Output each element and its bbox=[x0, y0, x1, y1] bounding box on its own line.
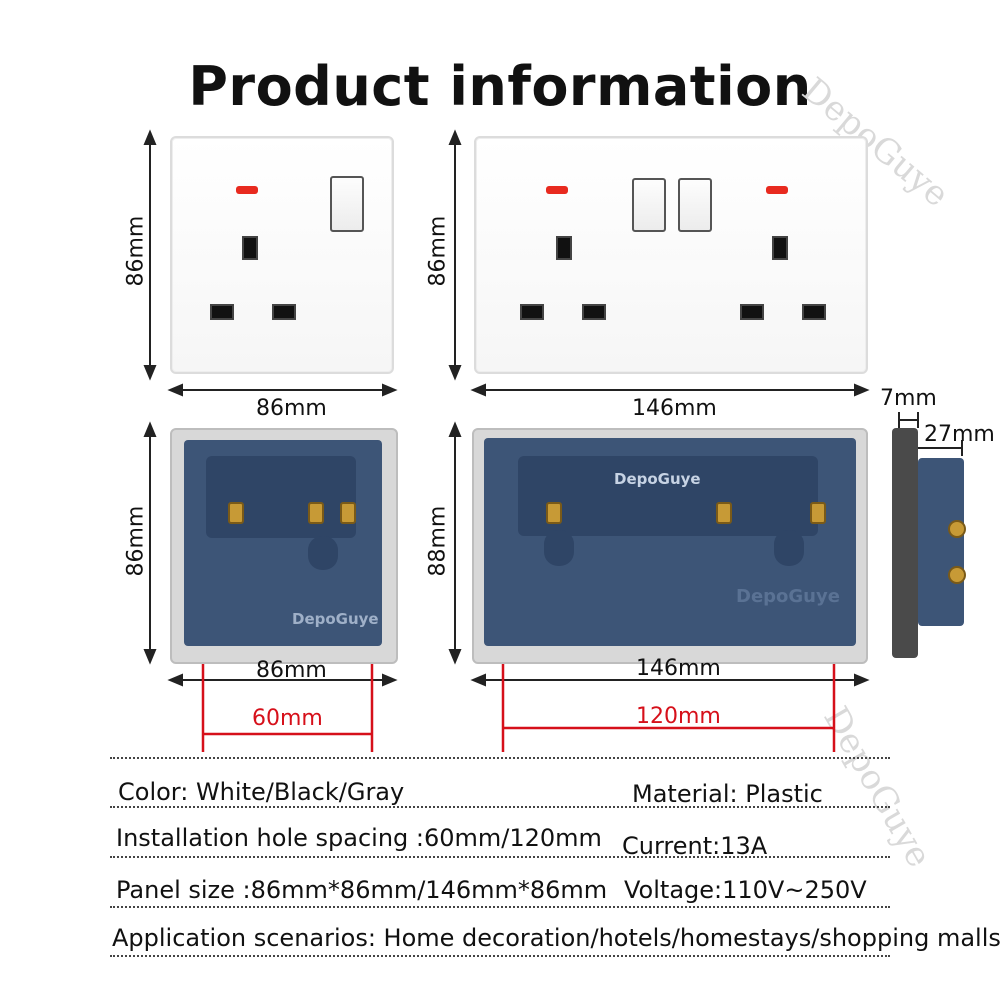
divider bbox=[110, 757, 890, 759]
divider bbox=[110, 856, 890, 858]
terminal-screw bbox=[716, 502, 732, 524]
divider bbox=[110, 955, 890, 957]
rocker-switch-left bbox=[632, 178, 666, 232]
depth-front-label: 7mm bbox=[880, 386, 937, 411]
spec-material: Material: Plastic bbox=[632, 780, 823, 808]
single-front-height-label: 86mm bbox=[123, 215, 149, 287]
rear-module: DepoGuye DepoGuye bbox=[484, 438, 856, 646]
single-socket-front bbox=[170, 136, 394, 374]
page-title: Product information bbox=[188, 55, 812, 118]
rocker-switch-right bbox=[678, 178, 712, 232]
earth-pin-housing bbox=[544, 530, 574, 566]
terminal-block bbox=[206, 456, 356, 538]
indicator-led-right bbox=[766, 186, 788, 194]
neutral-slot-left bbox=[582, 304, 606, 320]
divider bbox=[110, 906, 890, 908]
double-socket-front bbox=[474, 136, 868, 374]
spec-application: Application scenarios: Home decoration/h… bbox=[112, 924, 1000, 952]
single-front-width-label: 86mm bbox=[256, 396, 327, 421]
live-slot-right bbox=[740, 304, 764, 320]
rear-module: DepoGuye bbox=[184, 440, 382, 646]
double-socket-back: DepoGuye DepoGuye bbox=[472, 428, 868, 664]
side-view bbox=[892, 428, 918, 658]
double-back-height-label: 88mm bbox=[425, 505, 451, 577]
brand-label: DepoGuye bbox=[614, 470, 701, 488]
single-socket-back: DepoGuye bbox=[170, 428, 398, 664]
earth-pin-housing bbox=[308, 536, 338, 570]
terminal-screw bbox=[228, 502, 244, 524]
spec-hole-spacing: Installation hole spacing :60mm/120mm bbox=[116, 824, 602, 852]
indicator-led bbox=[236, 186, 258, 194]
spec-current: Current:13A bbox=[622, 832, 768, 860]
single-back-height-label: 86mm bbox=[123, 505, 149, 577]
side-view-module bbox=[918, 458, 966, 626]
terminal-screw bbox=[340, 502, 356, 524]
double-back-width-label: 146mm bbox=[636, 656, 721, 681]
side-screw bbox=[948, 520, 966, 538]
spec-panel-size: Panel size :86mm*86mm/146mm*86mm bbox=[116, 876, 608, 904]
brand-label: DepoGuye bbox=[292, 610, 379, 628]
depth-total-label: 27mm bbox=[924, 422, 995, 447]
double-front-height-label: 86mm bbox=[425, 215, 451, 287]
spec-voltage: Voltage:110V~250V bbox=[624, 876, 867, 904]
earth-slot-left bbox=[556, 236, 572, 260]
terminal-screw bbox=[546, 502, 562, 524]
brand-label-faint: DepoGuye bbox=[736, 586, 840, 607]
earth-slot bbox=[242, 236, 258, 260]
neutral-slot-right bbox=[802, 304, 826, 320]
double-hole-spacing-label: 120mm bbox=[636, 704, 721, 729]
rocker-switch bbox=[330, 176, 364, 232]
single-back-width-label: 86mm bbox=[256, 658, 327, 683]
divider bbox=[110, 806, 890, 808]
terminal-screw bbox=[308, 502, 324, 524]
terminal-screw bbox=[810, 502, 826, 524]
single-hole-spacing-label: 60mm bbox=[252, 706, 323, 731]
live-slot-left bbox=[520, 304, 544, 320]
spec-color: Color: White/Black/Gray bbox=[118, 778, 405, 806]
earth-pin-housing bbox=[774, 530, 804, 566]
side-screw bbox=[948, 566, 966, 584]
indicator-led-left bbox=[546, 186, 568, 194]
live-slot bbox=[210, 304, 234, 320]
double-front-width-label: 146mm bbox=[632, 396, 717, 421]
earth-slot-right bbox=[772, 236, 788, 260]
terminal-block bbox=[518, 456, 818, 536]
neutral-slot bbox=[272, 304, 296, 320]
